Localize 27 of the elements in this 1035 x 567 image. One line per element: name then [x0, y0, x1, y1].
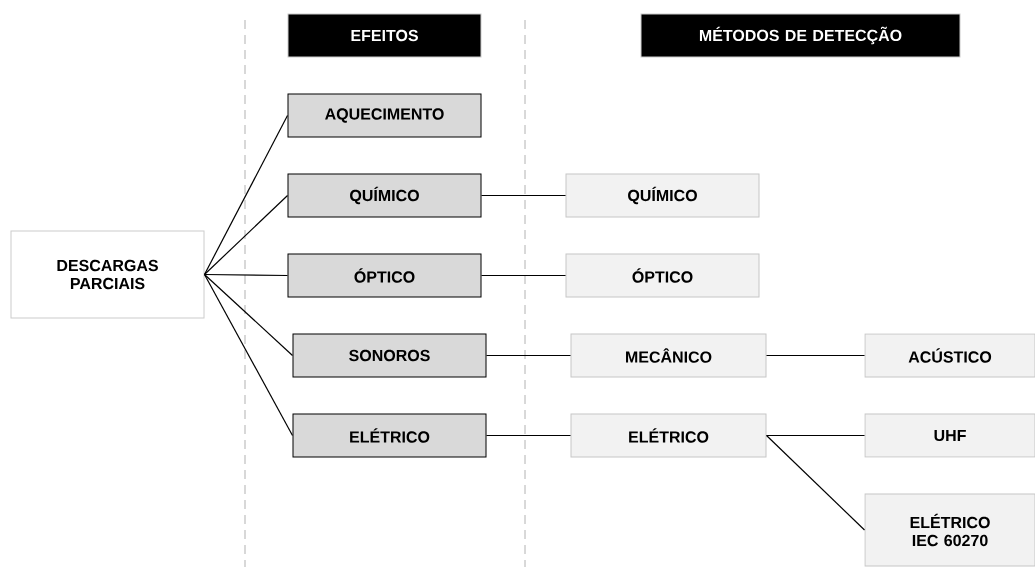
header-bar: EFEITOS — [287, 13, 482, 58]
method-box: ÓPTICO — [565, 253, 760, 298]
method-box: MECÂNICO — [570, 333, 767, 378]
connector-line — [203, 194, 289, 276]
connector-line — [485, 354, 572, 357]
effect-box: QUÍMICO — [287, 173, 482, 218]
method-box: ELÉTRICO IEC 60270 — [864, 493, 1035, 567]
connector-line — [480, 274, 567, 277]
connector-line — [765, 354, 866, 357]
connector-line — [765, 434, 866, 437]
connector-line — [203, 273, 289, 277]
effect-box: ELÉTRICO — [292, 413, 487, 458]
effect-box: AQUECIMENTO — [287, 93, 482, 138]
header-bar: MÉTODOS DE DETECÇÃO — [640, 13, 961, 58]
effect-box: SONOROS — [292, 333, 487, 378]
connector-line — [765, 434, 866, 531]
method-box: UHF — [864, 413, 1035, 458]
connector-line — [203, 273, 294, 357]
effect-box: ÓPTICO — [287, 253, 482, 298]
connector-line — [203, 273, 294, 437]
method-box: ACÚSTICO — [864, 333, 1035, 378]
connector-line — [480, 194, 567, 197]
method-box: QUÍMICO — [565, 173, 760, 218]
source-box: DESCARGAS PARCIAIS — [10, 230, 205, 319]
method-box: ELÉTRICO — [570, 413, 767, 458]
connector-line — [203, 114, 289, 276]
connector-line — [485, 434, 572, 437]
